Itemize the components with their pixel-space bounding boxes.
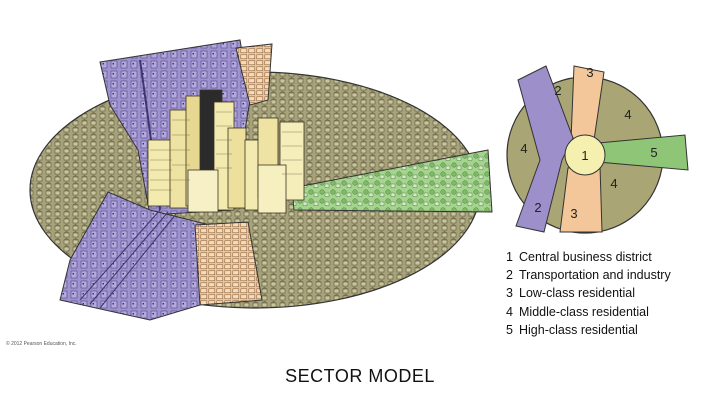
- legend-number: 1: [506, 250, 513, 264]
- illustration-lowclass-bottom: [194, 221, 263, 306]
- zone-label-highclass: 5: [650, 145, 657, 160]
- zone-label-lowclass-bottom: 3: [570, 206, 577, 221]
- zone-label-cbd: 1: [581, 148, 588, 163]
- illustration-lowclass-top: [235, 43, 273, 106]
- legend-text: High-class residential: [519, 322, 638, 337]
- illustration-highclass-wedge: [291, 149, 493, 213]
- copyright-notice: © 2012 Pearson Education, Inc.: [6, 341, 77, 347]
- sector-diagram: 1 2 2 3 3 4 4 4 5: [506, 65, 689, 234]
- legend-number: 4: [506, 304, 513, 319]
- legend-number: 3: [506, 286, 513, 301]
- zone-label-middle-left: 4: [520, 141, 527, 156]
- legend-text: Transportation and industry: [519, 268, 671, 283]
- legend-item: 3 Low-class residential: [506, 284, 671, 302]
- sector-cbd-circle: [564, 134, 606, 176]
- legend-item: 5 High-class residential: [506, 321, 671, 339]
- zone-label-transport-bottom: 2: [534, 200, 541, 215]
- legend-text: Middle-class residential: [519, 304, 649, 319]
- sector-transport-band: [515, 65, 574, 233]
- legend-text: Central business district: [519, 250, 652, 264]
- city-illustration: [29, 39, 493, 321]
- zone-label-middle-bottomright: 4: [610, 176, 617, 191]
- legend-item: 4 Middle-class residential: [506, 303, 671, 321]
- zone-label-transport-top: 2: [554, 83, 561, 98]
- zone-label-lowclass-top: 3: [586, 65, 593, 80]
- legend-item: 1 Central business district: [506, 248, 671, 266]
- legend-number: 2: [506, 268, 513, 283]
- figure-caption: SECTOR MODEL: [285, 366, 435, 386]
- illustration-transport-bottom: [59, 191, 211, 321]
- zone-label-middle-topright: 4: [624, 107, 631, 122]
- legend: 1 Central business district 2 Transportati…: [506, 248, 671, 339]
- legend-text: Low-class residential: [519, 286, 636, 301]
- legend-item: 2 Transportation and industry: [506, 266, 671, 284]
- cbd-skyscrapers: [147, 89, 305, 214]
- legend-number: 5: [506, 322, 513, 337]
